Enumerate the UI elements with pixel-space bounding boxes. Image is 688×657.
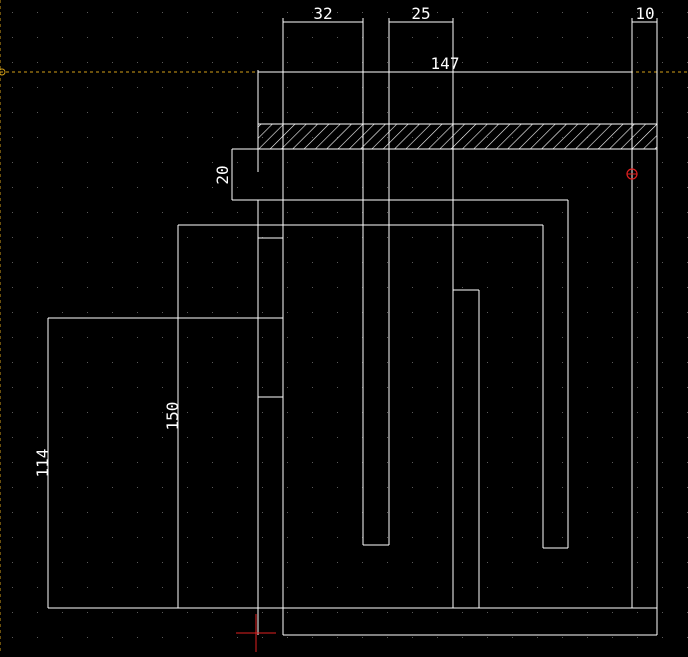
left-wall[interactable]: [257, 200, 284, 635]
dimension-label-32: 32: [313, 4, 332, 23]
dimension-147[interactable]: [257, 70, 632, 124]
dimension-25[interactable]: [388, 18, 454, 290]
diagonal-hatch: [258, 124, 657, 149]
inner-frame[interactable]: [178, 200, 569, 549]
dimension-label-150: 150: [163, 402, 182, 431]
dimension-label-20: 20: [213, 165, 232, 184]
dimension-label-147: 147: [431, 54, 460, 73]
base-plate[interactable]: [48, 607, 657, 636]
dimension-10[interactable]: [631, 18, 658, 635]
dimension-114[interactable]: [47, 317, 283, 608]
crosshair-icon: [236, 614, 276, 652]
dimension-label-10: 10: [635, 4, 654, 23]
guide-origin-icon: [0, 68, 6, 76]
snap-marker-icon: [626, 168, 638, 180]
dimension-32[interactable]: [282, 18, 364, 200]
dimension-label-25: 25: [411, 4, 430, 23]
dimension-label-114: 114: [33, 449, 52, 478]
dimension-20[interactable]: [231, 148, 568, 201]
stepped-plate[interactable]: [452, 289, 480, 608]
central-fin[interactable]: [362, 200, 390, 546]
